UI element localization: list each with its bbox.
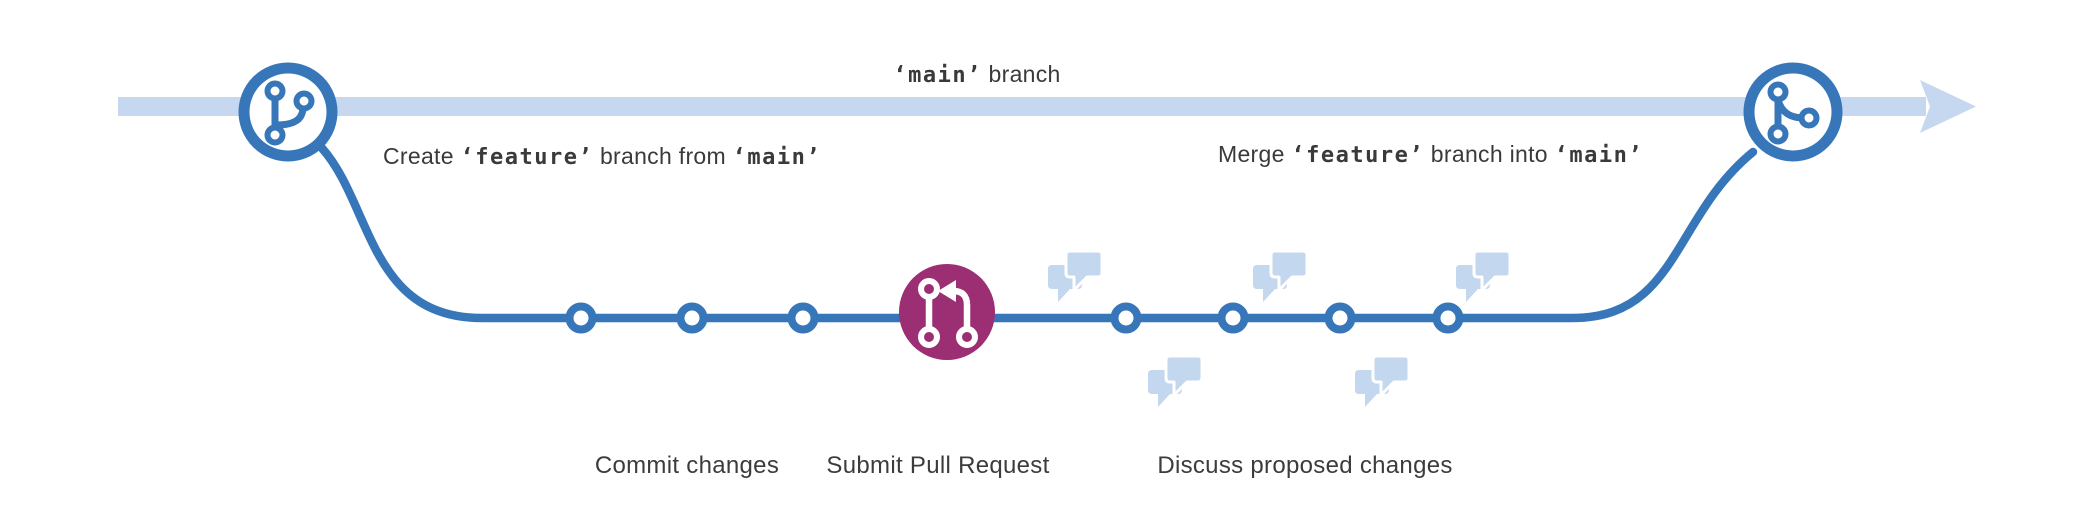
main-branch-code: ‘main’ bbox=[893, 63, 982, 88]
create-prefix: Create bbox=[383, 143, 461, 169]
chat-bubbles-icon bbox=[1353, 354, 1411, 409]
chat-bubbles-icon bbox=[1146, 354, 1204, 409]
merge-main-code: ‘main’ bbox=[1554, 143, 1644, 168]
git-merge-icon bbox=[1743, 62, 1843, 162]
commit-node bbox=[1217, 302, 1249, 334]
merge-middle: branch into bbox=[1424, 141, 1555, 167]
merge-feature-code: ‘feature’ bbox=[1291, 143, 1425, 168]
create-middle: branch from bbox=[593, 143, 733, 169]
main-branch-word: branch bbox=[981, 61, 1061, 87]
commit-nodes bbox=[565, 302, 1464, 334]
submit-pull-request-caption: Submit Pull Request bbox=[826, 452, 1050, 479]
chat-bubbles-icon bbox=[1251, 249, 1309, 304]
chat-bubbles-icon bbox=[1046, 249, 1104, 304]
commit-node bbox=[676, 302, 708, 334]
discuss-changes-caption: Discuss proposed changes bbox=[1157, 452, 1453, 479]
main-branch-line bbox=[118, 97, 1926, 116]
commit-node bbox=[787, 302, 819, 334]
commit-node bbox=[1432, 302, 1464, 334]
main-branch-label: ‘main’ branch bbox=[893, 61, 1060, 88]
git-pull-request-icon bbox=[899, 264, 995, 360]
chat-bubbles-icon bbox=[1454, 249, 1512, 304]
commit-node bbox=[1110, 302, 1142, 334]
create-main-code: ‘main’ bbox=[732, 145, 822, 170]
commit-node bbox=[1324, 302, 1356, 334]
merge-prefix: Merge bbox=[1218, 141, 1292, 167]
create-feature-code: ‘feature’ bbox=[460, 145, 594, 170]
main-branch-arrowhead bbox=[1920, 80, 1976, 133]
merge-branch-annotation: Merge ‘feature’ branch into ‘main’ bbox=[1218, 141, 1643, 168]
feature-branch-line bbox=[316, 142, 1758, 323]
create-branch-annotation: Create ‘feature’ branch from ‘main’ bbox=[383, 143, 821, 170]
commit-changes-caption: Commit changes bbox=[594, 452, 780, 479]
git-branch-icon bbox=[238, 62, 338, 162]
commit-node bbox=[565, 302, 597, 334]
